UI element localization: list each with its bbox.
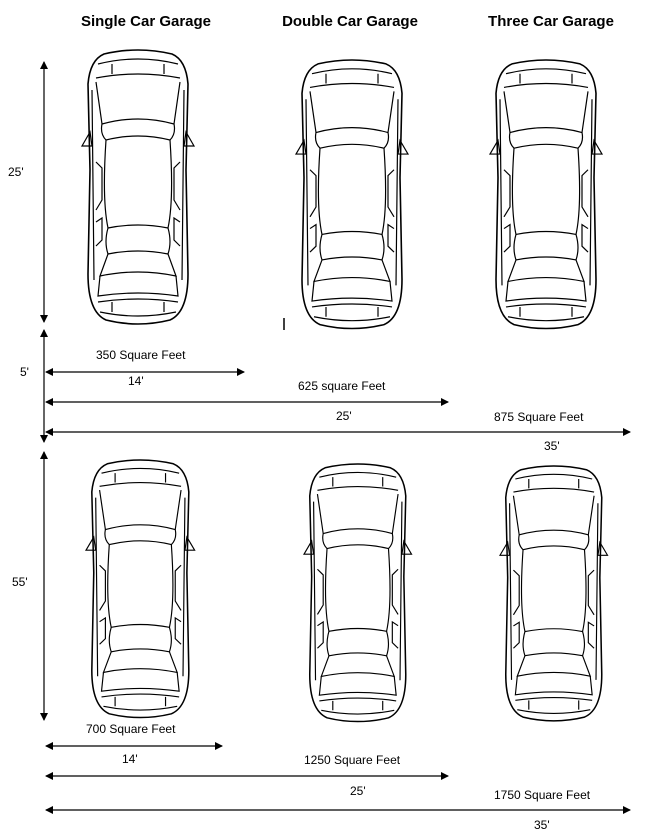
width-label-three-bottom: 35' xyxy=(534,818,550,832)
depth-label-25: 25' xyxy=(8,165,24,179)
width-label-single-bottom: 14' xyxy=(122,752,138,766)
area-three-bottom: 1750 Square Feet xyxy=(494,788,591,802)
depth-label-55: 55' xyxy=(12,575,28,589)
car-top-view-icon xyxy=(85,459,196,719)
area-double-top: 625 square Feet xyxy=(298,379,386,393)
width-label-three-top: 35' xyxy=(544,439,560,453)
width-label-single-top: 14' xyxy=(128,374,144,388)
area-double-bottom: 1250 Square Feet xyxy=(304,753,401,767)
car-top-view-icon xyxy=(81,49,195,325)
car-top-view-icon xyxy=(489,59,603,330)
width-label-double-top: 25' xyxy=(336,409,352,423)
area-single-top: 350 Square Feet xyxy=(96,348,186,362)
header-three-car-garage: Three Car Garage xyxy=(488,13,614,30)
width-label-double-bottom: 25' xyxy=(350,784,366,798)
area-three-top: 875 Square Feet xyxy=(494,410,584,424)
header-double-car-garage: Double Car Garage xyxy=(282,13,418,30)
car-top-view-icon xyxy=(499,465,609,722)
header-single-car-garage: Single Car Garage xyxy=(81,13,211,30)
car-top-view-icon xyxy=(295,59,409,330)
car-top-view-icon xyxy=(303,463,413,723)
gap-label-5: 5' xyxy=(20,365,29,379)
area-single-bottom: 700 Square Feet xyxy=(86,722,176,736)
